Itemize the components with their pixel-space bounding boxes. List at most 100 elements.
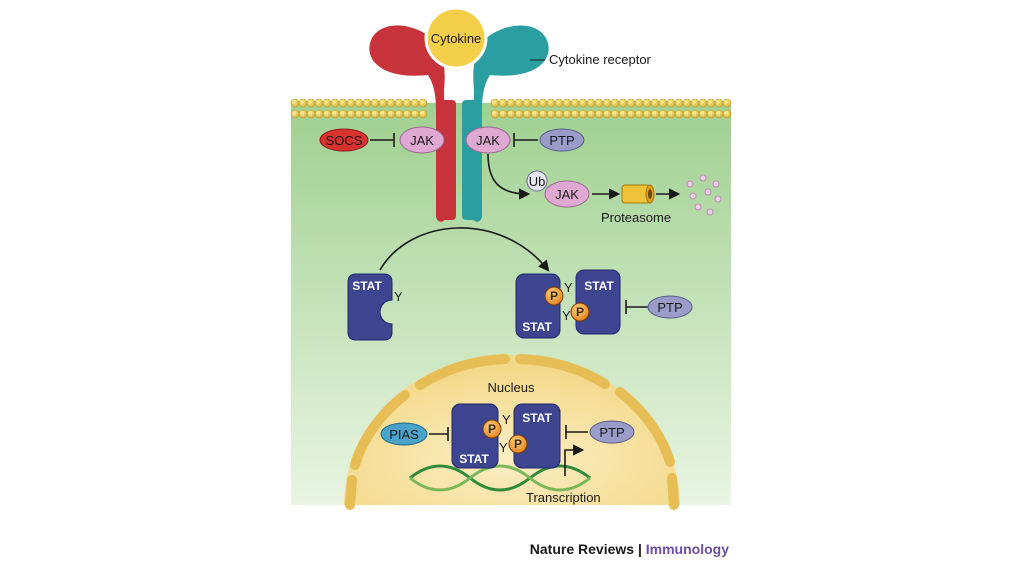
credit-separator: | bbox=[634, 541, 646, 557]
membrane-lipid-bead bbox=[554, 98, 564, 108]
membrane-lipid-bead bbox=[402, 98, 412, 108]
phospho-nuc-bottom bbox=[508, 434, 528, 454]
membrane-lipid-bead bbox=[330, 109, 340, 119]
membrane-lipid-bead bbox=[338, 109, 348, 119]
membrane-lipid-bead bbox=[674, 109, 684, 119]
membrane-lipid-bead bbox=[586, 109, 596, 119]
membrane-lipid-bead bbox=[530, 109, 540, 119]
jak-left bbox=[399, 126, 445, 154]
phospho-bottom-label: P bbox=[576, 305, 584, 319]
membrane-lipid-bead bbox=[394, 98, 404, 108]
ptp-cytoplasm-label: PTP bbox=[657, 300, 682, 315]
proteasome-label: Proteasome bbox=[601, 210, 671, 225]
jak-right-label: JAK bbox=[476, 133, 500, 148]
stat-dimer-nucleus bbox=[451, 403, 561, 469]
membrane-lipid-bead bbox=[522, 98, 532, 108]
membrane-lipid-bead bbox=[322, 109, 332, 119]
stat-nuc-top-label: STAT bbox=[522, 411, 552, 425]
stat-dimer-top-label: STAT bbox=[584, 279, 614, 293]
membrane-lipid-bead bbox=[490, 98, 500, 108]
membrane-lipid-bead bbox=[626, 109, 636, 119]
membrane-lipid-bead bbox=[338, 98, 348, 108]
cytokine-label: Cytokine bbox=[431, 31, 482, 46]
membrane-lipid-bead bbox=[378, 98, 388, 108]
membrane-lipid-bead bbox=[418, 98, 428, 108]
membrane-lipid-bead bbox=[410, 98, 420, 108]
membrane-lipid-bead bbox=[506, 98, 516, 108]
membrane-lipid-bead bbox=[314, 109, 324, 119]
membrane-lipid-bead bbox=[290, 109, 300, 119]
membrane-lipid-bead bbox=[498, 98, 508, 108]
membrane-lipid-bead bbox=[714, 98, 724, 108]
membrane-lipid-bead bbox=[650, 109, 660, 119]
membrane-lipid-bead bbox=[370, 98, 380, 108]
membrane-lipid-bead bbox=[330, 98, 340, 108]
proteasome bbox=[621, 184, 655, 204]
membrane-lipid-bead bbox=[322, 98, 332, 108]
jak-right bbox=[465, 126, 511, 154]
phospho-nuc-top-y: Y bbox=[502, 412, 511, 427]
membrane-lipid-bead bbox=[394, 109, 404, 119]
membrane-lipid-bead bbox=[498, 109, 508, 119]
membrane-lipid-bead bbox=[346, 98, 356, 108]
ptp-membrane bbox=[539, 128, 585, 152]
membrane-lipid-bead bbox=[578, 98, 588, 108]
membrane-lipid-bead bbox=[594, 109, 604, 119]
membrane-lipid-bead bbox=[594, 98, 604, 108]
phospho-nuc-bottom-label: P bbox=[514, 437, 522, 451]
phospho-nuc-bottom-y: Y bbox=[499, 440, 508, 455]
ptp-cytoplasm bbox=[647, 295, 693, 319]
membrane-lipid-bead bbox=[674, 98, 684, 108]
membrane-lipid-bead bbox=[290, 98, 300, 108]
membrane-lipid-bead bbox=[506, 109, 516, 119]
membrane-lipid-bead bbox=[634, 109, 644, 119]
pias-label: PIAS bbox=[389, 427, 419, 442]
membrane-lipid-bead bbox=[690, 109, 700, 119]
membrane-lipid-bead bbox=[386, 98, 396, 108]
membrane-lipid-bead bbox=[698, 109, 708, 119]
dna-helix bbox=[409, 464, 591, 492]
membrane-lipid-bead bbox=[354, 109, 364, 119]
cytokine-receptor bbox=[369, 25, 549, 222]
membrane-lipid-bead bbox=[298, 109, 308, 119]
phospho-nuc-top bbox=[482, 419, 502, 439]
membrane-lipid-bead bbox=[642, 98, 652, 108]
membrane-lipid-bead bbox=[298, 98, 308, 108]
membrane-lipid-bead bbox=[386, 109, 396, 119]
membrane-lipid-bead bbox=[306, 109, 316, 119]
journal-section: Immunology bbox=[645, 541, 729, 557]
membrane-lipid-bead bbox=[514, 109, 524, 119]
membrane-lipid-bead bbox=[562, 98, 572, 108]
phospho-top-y: Y bbox=[564, 280, 573, 295]
jak-left-label: JAK bbox=[410, 133, 434, 148]
membrane-lipid-bead bbox=[682, 109, 692, 119]
peptide-fragments bbox=[686, 174, 722, 216]
membrane-lipid-bead bbox=[562, 109, 572, 119]
ptp-nucleus-inhibition bbox=[565, 425, 588, 439]
membrane-lipid-bead bbox=[546, 109, 556, 119]
ubiquitin-label: Ub bbox=[529, 174, 546, 189]
membrane-lipid-bead bbox=[610, 98, 620, 108]
membrane-lipid-bead bbox=[586, 98, 596, 108]
membrane-lipid-bead bbox=[666, 109, 676, 119]
cytokine bbox=[424, 6, 488, 70]
pias-inhibition bbox=[429, 427, 449, 441]
membrane-lipid-bead bbox=[666, 98, 676, 108]
membrane-lipid-bead bbox=[378, 109, 388, 119]
membrane-lipid-bead bbox=[306, 98, 316, 108]
membrane-lipid-bead bbox=[314, 98, 324, 108]
degradation-arrow bbox=[487, 153, 531, 200]
membrane-lipid-bead bbox=[618, 109, 628, 119]
membrane-lipid-bead bbox=[602, 98, 612, 108]
membrane-lipid-bead bbox=[682, 98, 692, 108]
cytokine-receptor-label: Cytokine receptor bbox=[549, 52, 652, 67]
journal-credit: Nature Reviews | Immunology bbox=[0, 541, 729, 557]
membrane-lipid-bead bbox=[546, 98, 556, 108]
membrane-lipid-bead bbox=[362, 98, 372, 108]
stat-activation-arrow bbox=[379, 227, 550, 272]
membrane-lipid-bead bbox=[722, 109, 732, 119]
stat-monomer-y: Y bbox=[394, 289, 403, 304]
membrane-lipid-bead bbox=[538, 109, 548, 119]
cell-membrane bbox=[290, 98, 732, 119]
